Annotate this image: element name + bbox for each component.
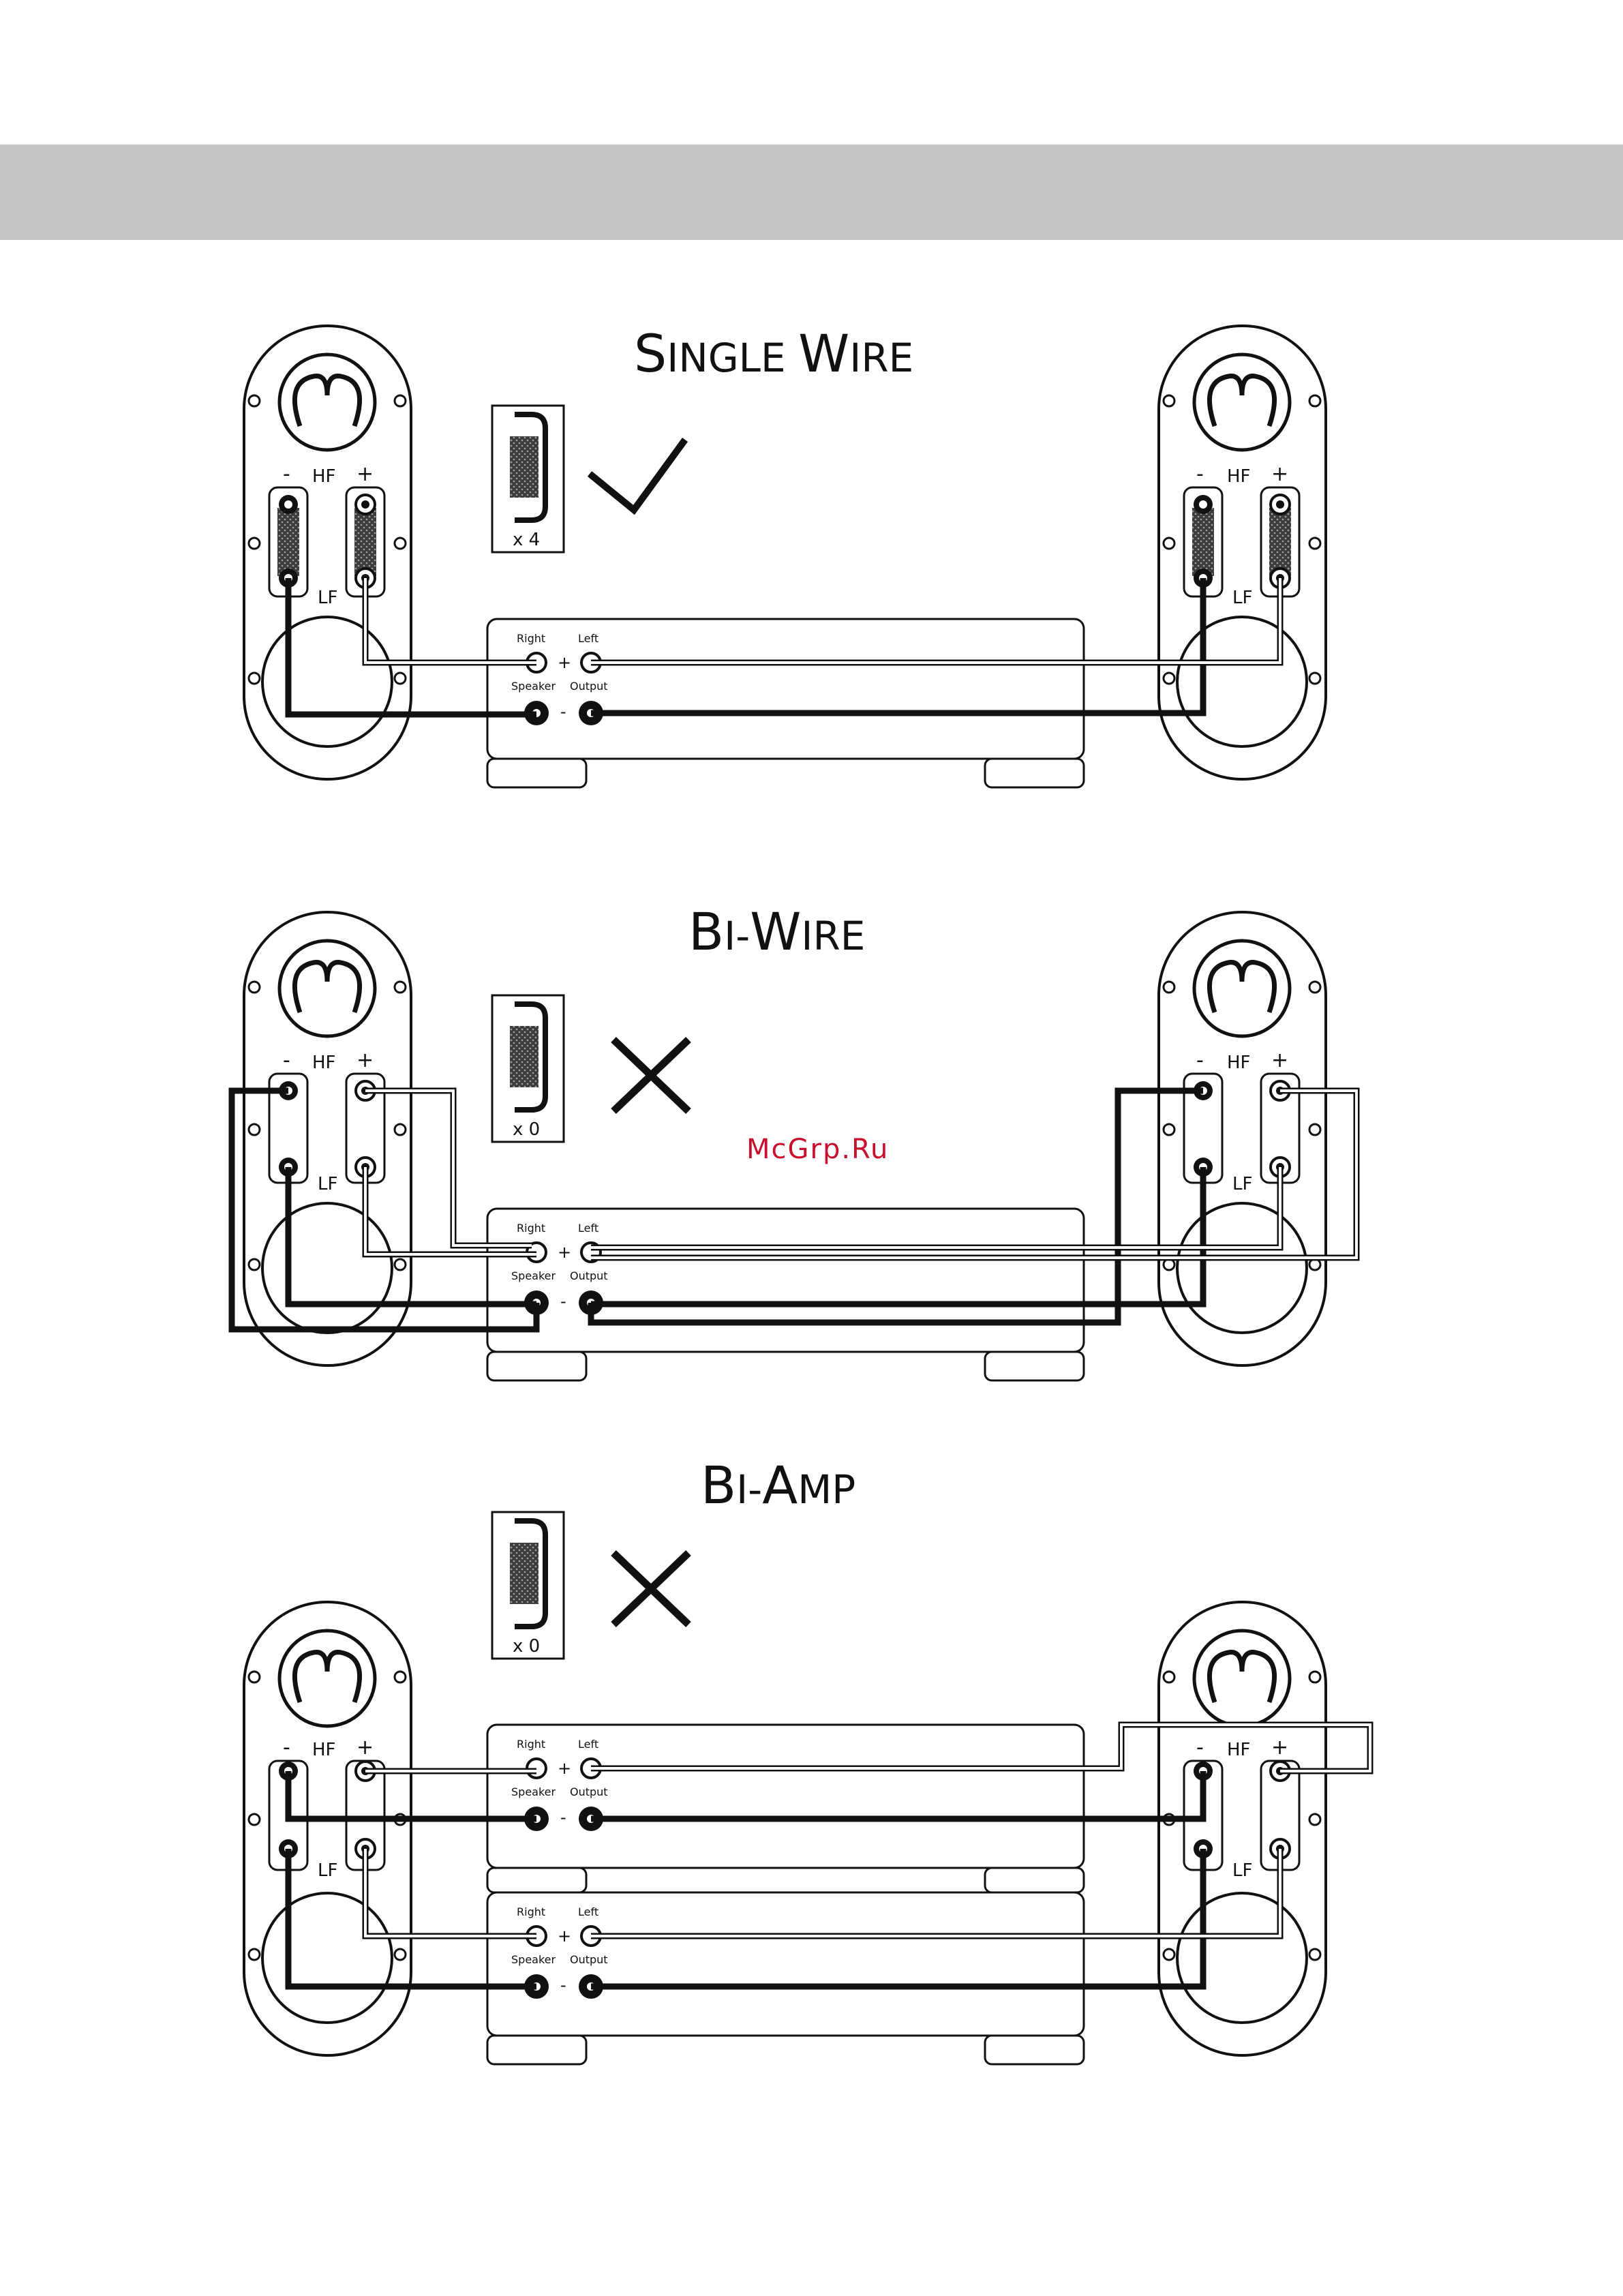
svg-text:LF: LF — [318, 1860, 337, 1881]
svg-text:Output: Output — [570, 1785, 608, 1798]
amplifier: Right Left Speaker Output + - — [487, 619, 1084, 787]
svg-text:HF: HF — [312, 466, 336, 487]
svg-text:+: + — [357, 462, 374, 486]
diagram-single-wire: SINGLE WIRE x 4 — [244, 323, 1326, 787]
diagram-title: BI-AMP — [701, 1455, 855, 1515]
bridge-link-card: x 0 — [492, 995, 564, 1142]
svg-text:LF: LF — [318, 588, 337, 608]
svg-text:-: - — [560, 702, 566, 721]
svg-text:LF: LF — [1232, 1174, 1252, 1194]
cross-icon — [613, 1553, 688, 1625]
svg-text:Output: Output — [570, 1269, 608, 1282]
svg-text:+: + — [1271, 1048, 1288, 1072]
svg-text:Left: Left — [578, 632, 598, 645]
amplifier-top: Right Left Speaker Output + - — [487, 1725, 1084, 1892]
svg-text:+: + — [1271, 462, 1288, 486]
svg-text:+: + — [1271, 1736, 1288, 1759]
links-count: x 0 — [513, 1636, 540, 1657]
svg-text:+: + — [558, 1759, 571, 1778]
svg-text:Left: Left — [578, 1738, 598, 1751]
svg-text:Speaker: Speaker — [511, 1785, 556, 1798]
diagram-title: BI-WIRE — [688, 901, 865, 962]
svg-text:HF: HF — [1227, 1053, 1251, 1073]
svg-text:HF: HF — [1227, 466, 1251, 487]
svg-text:-: - — [283, 1048, 290, 1072]
svg-text:LF: LF — [1232, 588, 1252, 608]
links-count: x 0 — [513, 1119, 540, 1140]
amplifier: Right Left Speaker Output + - — [487, 1209, 1084, 1380]
speaker-left: - HF + LF — [244, 912, 411, 1365]
diagram-title: SINGLE WIRE — [634, 323, 913, 384]
svg-text:-: - — [560, 1808, 566, 1827]
links-count: x 4 — [513, 530, 540, 550]
svg-text:Left: Left — [578, 1222, 598, 1235]
svg-text:Right: Right — [517, 1905, 545, 1918]
svg-text:-: - — [560, 1976, 566, 1995]
speaker-left: - HF + LF — [244, 326, 411, 779]
checkmark-icon — [590, 440, 685, 510]
svg-text:-: - — [1196, 462, 1204, 486]
svg-text:Right: Right — [517, 632, 545, 645]
amplifier-bottom: Right Left Speaker Output + - — [487, 1892, 1084, 2064]
svg-text:-: - — [1196, 1048, 1204, 1072]
svg-text:Right: Right — [517, 1738, 545, 1751]
bridge-link-card: x 4 — [492, 406, 564, 552]
cross-icon — [613, 1040, 688, 1111]
svg-text:+: + — [558, 1243, 571, 1262]
bridge-link-card: x 0 — [492, 1512, 564, 1659]
svg-text:Output: Output — [570, 1953, 608, 1966]
svg-text:HF: HF — [312, 1740, 336, 1760]
svg-text:+: + — [558, 653, 571, 672]
svg-text:Speaker: Speaker — [511, 680, 556, 693]
svg-text:LF: LF — [318, 1174, 337, 1194]
svg-text:LF: LF — [1232, 1860, 1252, 1881]
svg-text:Left: Left — [578, 1905, 598, 1918]
svg-text:+: + — [357, 1736, 374, 1759]
svg-text:HF: HF — [312, 1053, 336, 1073]
speaker-right: - HF + LF — [1159, 912, 1326, 1365]
svg-text:Speaker: Speaker — [511, 1953, 556, 1966]
svg-text:Speaker: Speaker — [511, 1269, 556, 1282]
svg-text:Output: Output — [570, 680, 608, 693]
svg-text:+: + — [558, 1927, 571, 1946]
diagram-bi-amp: BI-AMP x 0 - — [244, 1455, 1370, 2064]
svg-text:-: - — [1196, 1736, 1204, 1759]
svg-text:-: - — [283, 1736, 290, 1759]
svg-text:Right: Right — [517, 1222, 545, 1235]
svg-text:HF: HF — [1227, 1740, 1251, 1760]
watermark-text: McGrp.Ru — [746, 1134, 889, 1165]
svg-text:+: + — [357, 1048, 374, 1072]
svg-text:-: - — [283, 462, 290, 486]
svg-text:-: - — [560, 1292, 566, 1311]
